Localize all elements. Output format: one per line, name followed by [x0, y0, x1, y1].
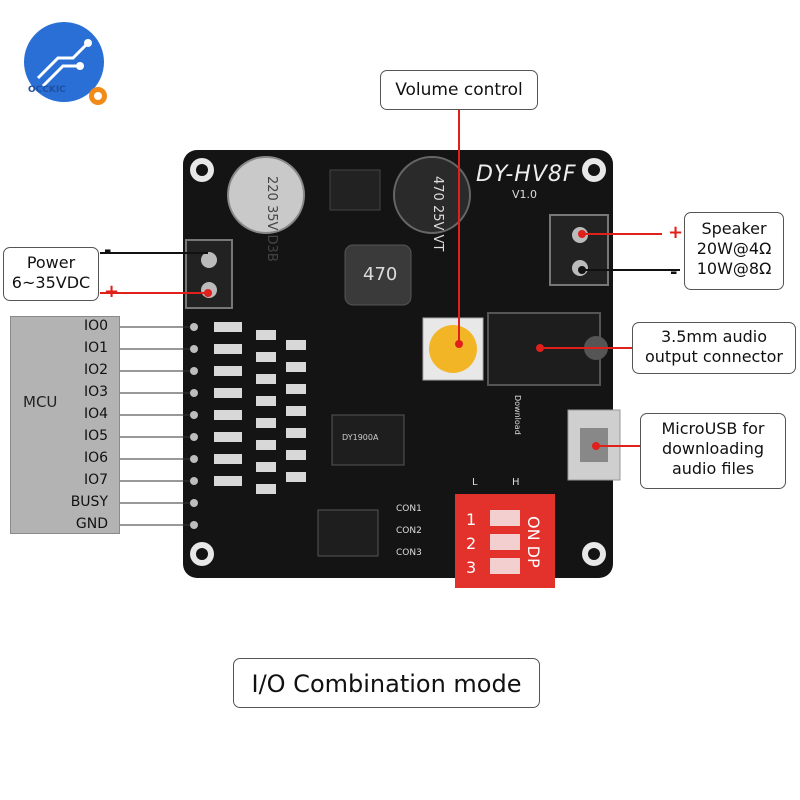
- pin-label-io6: IO6: [83, 450, 108, 466]
- board-body: [183, 150, 613, 578]
- pin-label-io0: IO0: [83, 318, 108, 334]
- speaker-minus-sign: -: [670, 262, 678, 283]
- hl-label-l: L: [472, 477, 478, 488]
- regulator-ic: [329, 169, 381, 211]
- cap1-label: 220 35V D3B: [264, 176, 279, 262]
- cap2-label: 470 25V VT: [430, 176, 445, 252]
- mcu-block: MCU: [10, 316, 120, 534]
- pin-label-io5: IO5: [83, 428, 108, 444]
- board-version: V1.0: [512, 188, 538, 201]
- capacitor-220uf: [227, 156, 305, 234]
- speaker-callout: Speaker 20W@4Ω 10W@8Ω: [684, 212, 784, 290]
- mode-caption: I/O Combination mode: [233, 658, 540, 708]
- amp-chip: [317, 509, 379, 557]
- power-plus-sign: +: [104, 281, 120, 302]
- pin-label-io3: IO3: [83, 384, 108, 400]
- pin-label-gnd: GND: [75, 516, 108, 532]
- con-label-1: CON1: [396, 504, 422, 514]
- board-title: DY-HV8F: [476, 162, 577, 187]
- capacitor-470uf: [393, 156, 471, 234]
- inductor: [344, 244, 412, 306]
- download-label: Download: [513, 395, 522, 435]
- usb-callout: MicroUSB for downloading audio files: [640, 413, 786, 489]
- inductor-label: 470: [363, 264, 398, 285]
- pin-label-io1: IO1: [83, 340, 108, 356]
- audio-callout: 3.5mm audio output connector: [632, 322, 796, 374]
- dip-number-1: 1: [466, 510, 477, 529]
- brand-logo: [18, 18, 110, 110]
- power-label: Power: [26, 253, 76, 272]
- con-label-3: CON3: [396, 548, 422, 558]
- pin-label-io4: IO4: [83, 406, 108, 422]
- dip-label: ON DP: [524, 516, 543, 568]
- main-chip-label: DY1900A: [342, 433, 379, 442]
- dip-number-3: 3: [466, 558, 477, 577]
- hl-label-h: H: [512, 477, 520, 488]
- power-minus-sign: -: [104, 240, 112, 261]
- power-voltage: 6~35VDC: [11, 273, 91, 292]
- volume-callout: Volume control: [380, 70, 538, 110]
- dip-number-2: 2: [466, 534, 477, 553]
- main-chip: [331, 414, 405, 466]
- brand-logo-text: OCCKIC: [28, 85, 66, 95]
- pin-header: [190, 323, 198, 529]
- mcu-label: MCU: [23, 393, 58, 411]
- pin-label-io2: IO2: [83, 362, 108, 378]
- con-label-2: CON2: [396, 526, 422, 536]
- speaker-plus-sign: +: [668, 222, 684, 243]
- pin-label-io7: IO7: [83, 472, 108, 488]
- pin-label-busy: BUSY: [70, 494, 108, 510]
- power-callout: Power 6~35VDC: [3, 247, 99, 301]
